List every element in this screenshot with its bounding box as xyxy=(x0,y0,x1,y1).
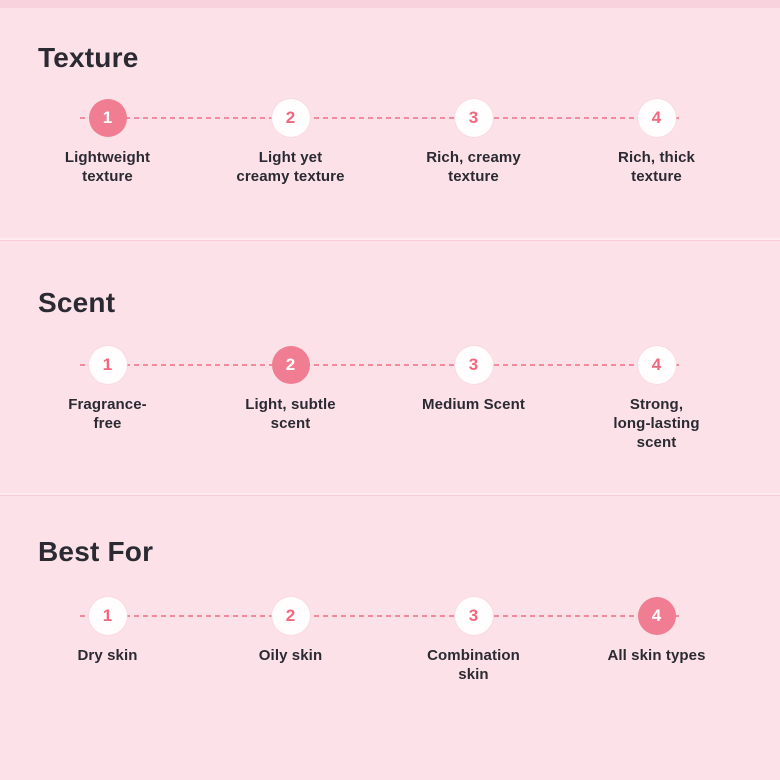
dashed-connector-line xyxy=(80,364,680,366)
stepper-track: 1 Lightweight texture 2 Light yet creamy… xyxy=(0,99,780,186)
step-number-circle: 2 xyxy=(271,597,310,635)
step-label: Oily skin xyxy=(258,647,323,664)
step-1: 1 Dry skin xyxy=(16,597,199,684)
stepper-track: 1 Fragrance- free 2 Light, subtle scent … xyxy=(0,346,780,453)
step-number-circle: 4 xyxy=(637,99,676,137)
step-label: Fragrance- free xyxy=(68,396,147,433)
sections-container: Texture 1 Lightweight texture 2 Light ye… xyxy=(0,8,780,779)
step-label: Light, subtle scent xyxy=(245,396,336,433)
section-texture: Texture 1 Lightweight texture 2 Light ye… xyxy=(0,8,780,240)
step-number-circle: 2 xyxy=(271,99,310,137)
step-label: Medium Scent xyxy=(422,396,525,413)
step-number-circle: 1 xyxy=(88,597,127,635)
dashed-connector-line xyxy=(80,117,680,119)
step-3: 3 Combination skin xyxy=(382,597,565,684)
step-number-circle: 3 xyxy=(454,597,493,635)
step-number-circle: 4 xyxy=(637,597,676,635)
section-title: Scent xyxy=(38,287,116,318)
step-4-active: 4 All skin types xyxy=(565,597,748,684)
step-number-circle: 1 xyxy=(88,99,127,137)
section-best-for: Best For 1 Dry skin 2 Oily skin 3 Combin… xyxy=(0,495,780,779)
step-3: 3 Rich, creamy texture xyxy=(382,99,565,186)
step-label: Lightweight texture xyxy=(64,149,151,186)
step-number-circle: 1 xyxy=(88,346,127,384)
step-number-circle: 3 xyxy=(454,99,493,137)
step-number-circle: 3 xyxy=(454,346,493,384)
section-title: Best For xyxy=(38,536,154,567)
stepper-track: 1 Dry skin 2 Oily skin 3 Combination ski… xyxy=(0,597,780,684)
step-label: Strong, long-lasting scent xyxy=(613,396,700,452)
top-edge-strip xyxy=(0,0,780,8)
step-3: 3 Medium Scent xyxy=(382,346,565,453)
step-label: Rich, creamy texture xyxy=(426,149,521,186)
step-2: 2 Light yet creamy texture xyxy=(199,99,382,186)
step-label: Dry skin xyxy=(77,647,138,664)
step-number-circle: 2 xyxy=(271,346,310,384)
section-scent: Scent 1 Fragrance- free 2 Light, subtle … xyxy=(0,240,780,495)
step-label: Light yet creamy texture xyxy=(236,149,345,186)
step-1: 1 Fragrance- free xyxy=(16,346,199,453)
step-number-circle: 4 xyxy=(637,346,676,384)
step-4: 4 Rich, thick texture xyxy=(565,99,748,186)
step-label: Combination skin xyxy=(427,647,520,684)
step-2-active: 2 Light, subtle scent xyxy=(199,346,382,453)
section-title: Texture xyxy=(38,42,139,73)
step-4: 4 Strong, long-lasting scent xyxy=(565,346,748,453)
step-label: All skin types xyxy=(607,647,706,664)
step-1-active: 1 Lightweight texture xyxy=(16,99,199,186)
step-2: 2 Oily skin xyxy=(199,597,382,684)
dashed-connector-line xyxy=(80,615,680,617)
step-label: Rich, thick texture xyxy=(618,149,695,186)
